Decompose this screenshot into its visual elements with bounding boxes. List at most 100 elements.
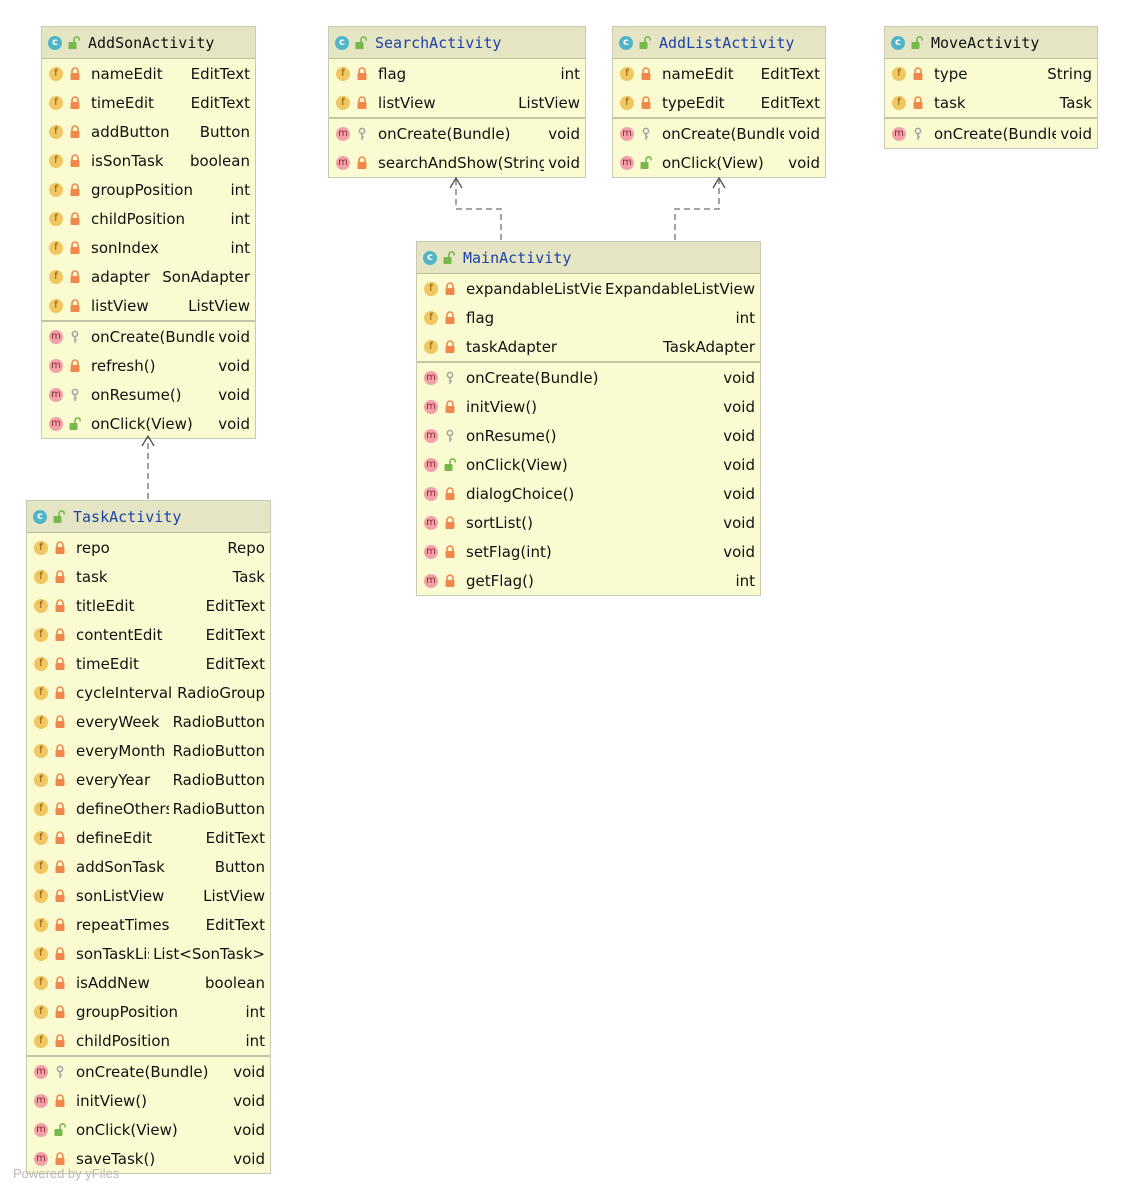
field-badge-icon: f <box>892 66 906 81</box>
field-badge-icon: f <box>34 743 48 758</box>
field-type: RadioButton <box>172 770 265 789</box>
public-unlock-icon <box>911 35 923 49</box>
field-badge-icon: f <box>49 153 63 168</box>
private-lock-icon <box>70 182 80 196</box>
field-type: int <box>230 180 250 199</box>
field-badge-icon: f <box>34 656 48 671</box>
method-name: onCreate(Bundle) <box>934 124 1057 143</box>
field-badge-icon: f <box>34 830 48 845</box>
field-type: EditText <box>205 828 265 847</box>
field-badge-icon: f <box>34 569 48 584</box>
method-type: void <box>218 327 250 346</box>
field-type: RadioButton <box>172 741 265 760</box>
public-unlock-icon <box>640 155 652 169</box>
field-type: RadioButton <box>172 712 265 731</box>
private-lock-icon <box>55 1151 65 1165</box>
private-lock-icon <box>70 358 80 372</box>
method-badge-icon: m <box>336 155 350 170</box>
field-badge-icon: f <box>424 339 438 354</box>
field-name: contentEdit <box>76 625 163 644</box>
private-lock-icon <box>70 153 80 167</box>
field-name: repeatTimes <box>76 915 170 934</box>
private-lock-icon <box>55 1004 65 1018</box>
field-type: Task <box>232 567 265 586</box>
field-name: nameEdit <box>662 64 734 83</box>
field-name: everyYear <box>76 770 151 789</box>
method-badge-icon: m <box>336 126 350 141</box>
field-type: int <box>735 308 755 327</box>
field-badge-icon: f <box>34 859 48 874</box>
protected-key-icon <box>358 127 366 140</box>
field-type: ListView <box>203 886 265 905</box>
class-name: TaskActivity <box>73 507 182 526</box>
field-name: typeEdit <box>662 93 725 112</box>
method-badge-icon: m <box>49 416 63 431</box>
private-lock-icon <box>55 1033 65 1047</box>
field-type: EditText <box>205 654 265 673</box>
field-badge-icon: f <box>34 801 48 816</box>
method-badge-icon: m <box>620 155 634 170</box>
field-badge-icon: f <box>49 182 63 197</box>
field-name: addButton <box>91 122 170 141</box>
class-name: MoveActivity <box>931 33 1040 52</box>
field-name: expandableListView <box>466 279 601 298</box>
class-icon: c <box>891 35 905 50</box>
method-type: void <box>218 385 250 404</box>
method-badge-icon: m <box>424 573 438 588</box>
private-lock-icon <box>641 66 651 80</box>
field-name: childPosition <box>91 209 186 228</box>
field-type: ExpandableListView <box>604 279 755 298</box>
method-name: initView() <box>76 1091 148 1110</box>
public-unlock-icon <box>355 35 367 49</box>
field-badge-icon: f <box>49 240 63 255</box>
field-type: int <box>230 209 250 228</box>
field-name: titleEdit <box>76 596 135 615</box>
arrowhead-addlist <box>712 176 726 189</box>
field-type: Button <box>214 857 265 876</box>
method-type: int <box>735 571 755 590</box>
private-lock-icon <box>913 95 923 109</box>
method-name: saveTask() <box>76 1149 156 1168</box>
private-lock-icon <box>445 544 455 558</box>
field-badge-icon: f <box>34 888 48 903</box>
field-type: String <box>1047 64 1092 83</box>
private-lock-icon <box>55 743 65 757</box>
field-badge-icon: f <box>34 1004 48 1019</box>
method-name: dialogChoice() <box>466 484 575 503</box>
class-icon: c <box>619 35 633 50</box>
field-type: int <box>245 1002 265 1021</box>
private-lock-icon <box>70 95 80 109</box>
field-name: listView <box>378 93 436 112</box>
field-type: int <box>245 1031 265 1050</box>
arrowhead-addson <box>141 434 155 447</box>
protected-key-icon <box>71 330 79 343</box>
method-type: void <box>1060 124 1092 143</box>
